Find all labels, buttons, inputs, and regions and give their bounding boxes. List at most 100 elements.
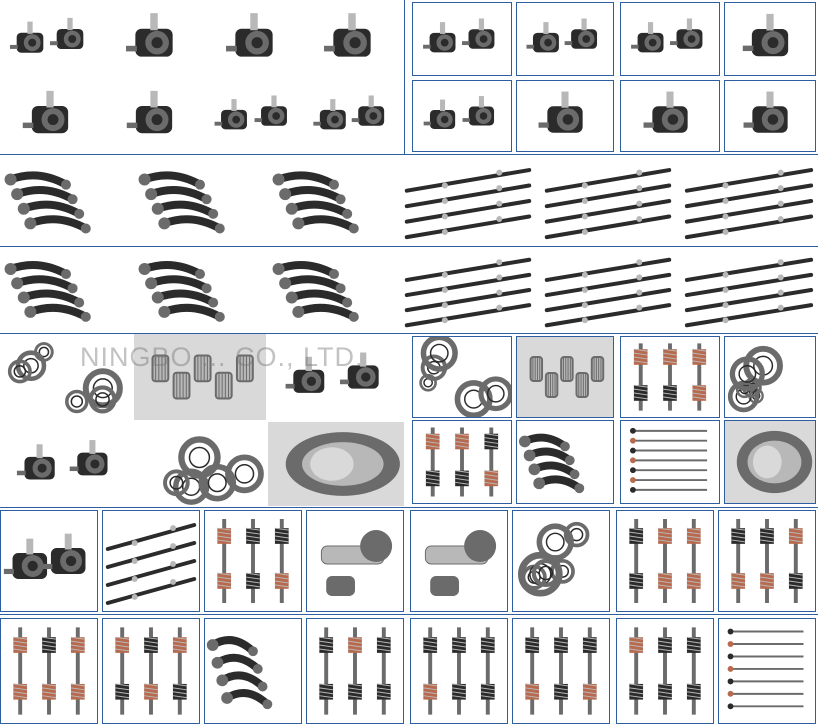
gearbox-illustration (10, 17, 84, 53)
pitman-arm (223, 689, 272, 709)
input-shaft (581, 18, 587, 31)
input-shaft (766, 91, 774, 108)
pitman-arm (287, 289, 352, 307)
thrust-illustration (736, 430, 813, 494)
shaft (684, 303, 814, 328)
rods-illustration (105, 523, 197, 605)
pitman-arm (281, 275, 345, 293)
gearbox-illustration (16, 440, 108, 480)
pitman-arm (294, 215, 358, 233)
worms-illustration (425, 427, 499, 497)
pitman-arm-tile (516, 420, 614, 504)
shaft (404, 288, 532, 313)
gearbox-illustration (226, 13, 273, 57)
input-shaft (27, 21, 33, 34)
input-shaft (330, 99, 336, 111)
pitman-arm (281, 186, 345, 204)
steering-gear-tile (304, 2, 400, 76)
pitman-arm-tile (134, 158, 266, 244)
thrust-bearing-tile (268, 422, 404, 506)
needle-bearing (544, 372, 559, 398)
shaft (105, 577, 197, 605)
pitman-arm (530, 461, 579, 479)
shaft (544, 272, 672, 298)
pitman-arm-tile (0, 158, 132, 244)
arms-illustration (4, 171, 91, 234)
shaft (544, 168, 672, 193)
row-separator (0, 246, 818, 247)
shaft (404, 257, 532, 282)
bearings-illustration (7, 342, 123, 414)
needle-bearing (575, 372, 589, 398)
needle-bearing (560, 356, 574, 382)
bearing-ring (65, 389, 89, 414)
bearings-illustration (518, 521, 590, 597)
row-separator (0, 154, 818, 155)
shaft (544, 214, 672, 240)
column-separator (404, 0, 405, 154)
pitman-arm (520, 433, 569, 451)
needle-bearing (235, 354, 254, 383)
steering-shaft-tile (718, 618, 816, 724)
pitman-arm-tile (268, 248, 400, 332)
bearings-illustration (163, 436, 264, 505)
pitman-arm (13, 275, 77, 293)
bearing-ring (88, 385, 117, 414)
arms-illustration (138, 260, 225, 322)
gearbox-illustration (423, 96, 495, 129)
row-separator (0, 333, 818, 334)
steering-gear-tile (724, 80, 816, 152)
pitman-arm (6, 260, 70, 279)
rods-illustration (544, 168, 672, 240)
input-shaft (647, 22, 654, 34)
shaft (544, 199, 672, 224)
pitman-arm (13, 186, 77, 204)
input-shaft (26, 538, 34, 555)
input-shaft (64, 533, 72, 550)
pitman-arm (19, 200, 84, 218)
pitman-arm (208, 636, 257, 656)
input-shaft (89, 440, 96, 454)
worm-shaft-tile (306, 618, 404, 724)
input-shaft (46, 90, 54, 108)
shaft (684, 183, 814, 209)
worm-shaft-tile (620, 336, 720, 418)
gearbox-illustration (538, 91, 583, 133)
shaft (404, 214, 532, 240)
shaft (684, 214, 814, 240)
pitman-arm (26, 215, 90, 233)
shaft (544, 257, 672, 282)
worms-illustration (319, 627, 391, 715)
input-shaft (150, 90, 158, 108)
pitman-arm (140, 171, 204, 189)
bearing-tile (724, 336, 816, 418)
shaft (404, 183, 532, 209)
bearing-tile (512, 510, 610, 612)
bearing-tile (0, 334, 132, 420)
worms-illustration (13, 627, 85, 715)
rods-illustration (544, 257, 672, 328)
row-separator (0, 614, 818, 615)
steering-gear-tile (0, 510, 98, 612)
pitman-arm (140, 260, 204, 279)
thrust-illustration (285, 432, 400, 496)
worm-shaft-tile (718, 510, 816, 612)
gearbox-illustration (631, 18, 703, 53)
pitman-arm-tile (134, 248, 266, 332)
steering-gear-tile (268, 334, 404, 420)
bearing-tile (412, 336, 512, 418)
gearbox-illustration (3, 533, 86, 579)
bearing-tile (134, 422, 266, 506)
gearbox-illustration (126, 13, 173, 57)
input-shaft (666, 91, 674, 108)
needle-bearing (590, 356, 605, 382)
steering-gear-tile (304, 80, 400, 152)
input-shaft (271, 95, 277, 108)
gearbox-illustration (742, 13, 789, 57)
steering-shaft-tile (102, 510, 200, 612)
steering-gear-tile (204, 2, 304, 76)
worm-shaft-tile (512, 618, 610, 724)
input-shaft (543, 22, 549, 34)
pitman-arm (147, 275, 211, 293)
